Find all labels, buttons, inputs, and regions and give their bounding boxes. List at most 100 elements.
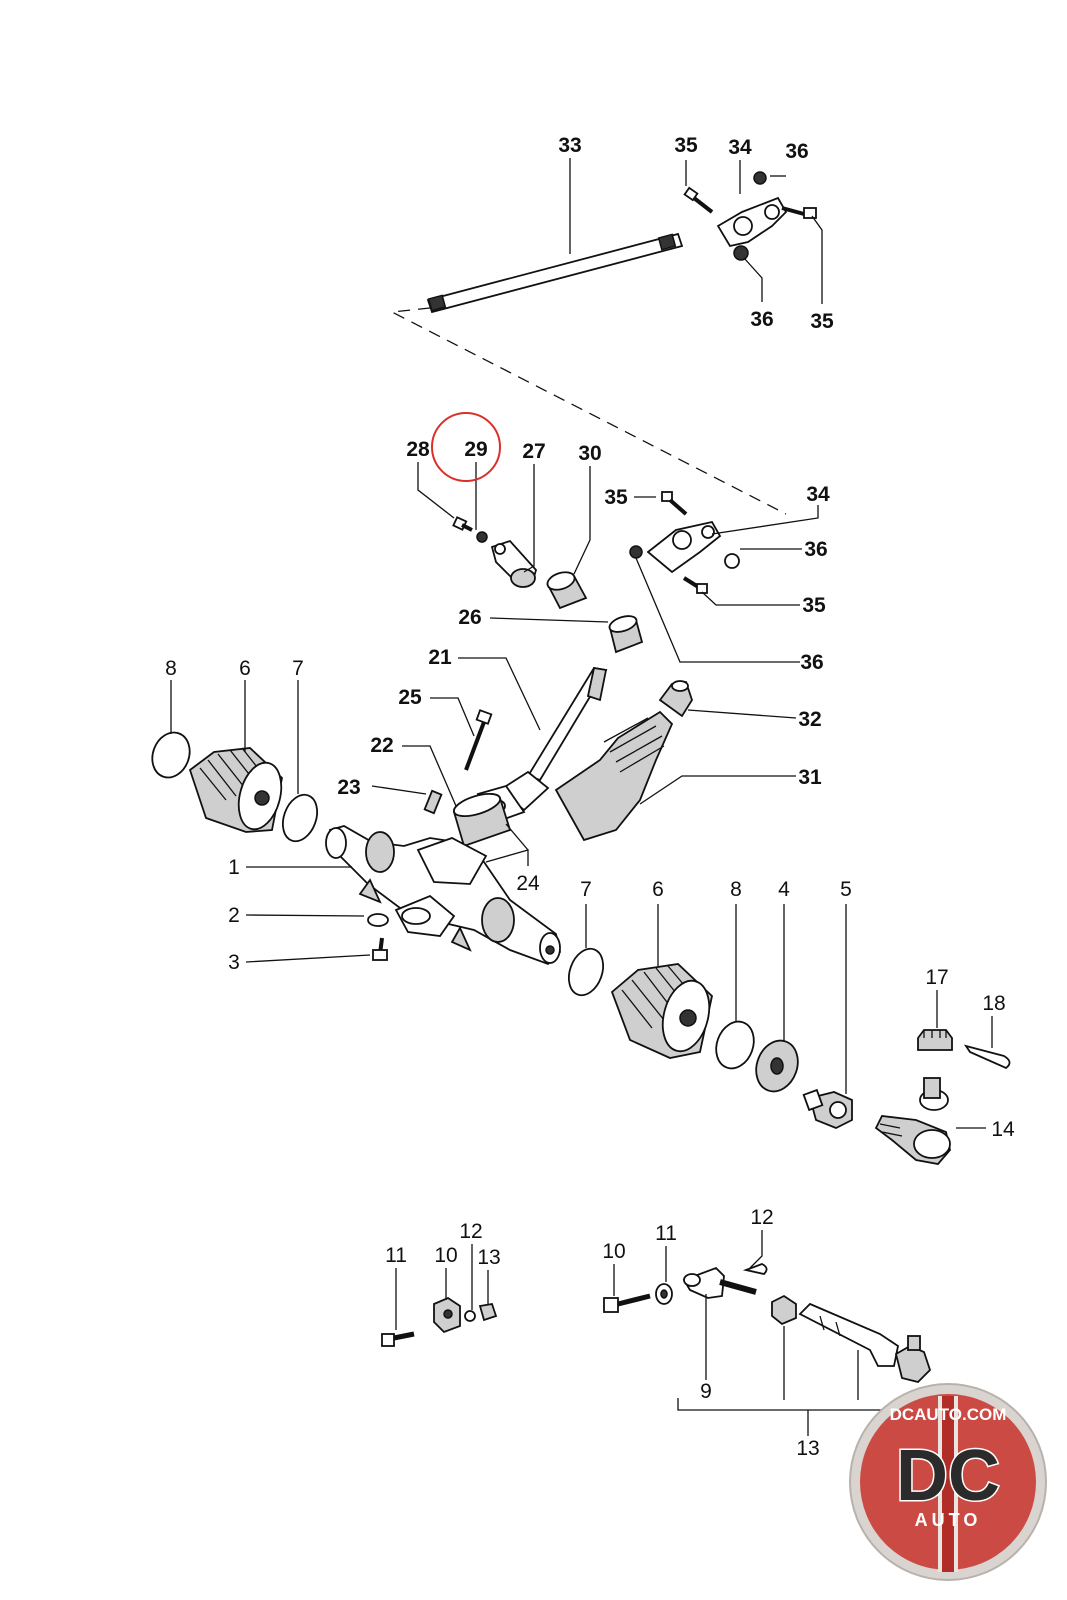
highlight-circle-29 <box>431 412 501 482</box>
part-4-washer <box>755 1039 799 1093</box>
label-28: 28 <box>406 438 430 461</box>
label-21: 21 <box>428 646 452 669</box>
part-12-washer-left <box>464 1310 476 1322</box>
part-25-bolt <box>464 709 493 771</box>
label-14: 14 <box>991 1118 1015 1141</box>
leader-lines <box>170 158 993 1436</box>
label-24: 24 <box>516 872 540 895</box>
part-32-cap <box>658 680 693 718</box>
label-5: 5 <box>840 878 852 901</box>
label-36: 36 <box>750 308 773 331</box>
part-36-nut-mid-left <box>629 545 643 559</box>
label-17: 17 <box>925 966 948 989</box>
logo-dc-mark: DC <box>896 1436 1000 1516</box>
part-14-tie-rod-end <box>874 1077 951 1165</box>
label-13: 13 <box>796 1437 819 1460</box>
part-labels: 33 35 34 36 36 35 28 29 27 30 35 34 36 3… <box>165 134 1015 1460</box>
label-4: 4 <box>778 878 790 901</box>
part-9-bracket <box>682 1266 757 1299</box>
part-11-bolt-left <box>381 1331 415 1347</box>
part-12-cotter-pin-right <box>742 1263 768 1275</box>
part-31-boot <box>554 710 674 842</box>
label-23: 23 <box>337 776 360 799</box>
label-35: 35 <box>604 486 628 509</box>
label-34: 34 <box>806 483 830 506</box>
label-7: 7 <box>580 878 592 901</box>
label-35: 35 <box>802 594 826 617</box>
tie-rod-end <box>874 1029 1011 1165</box>
label-8: 8 <box>730 878 742 901</box>
part-11-lockwasher-right <box>655 1283 673 1305</box>
assembly-dash-line <box>389 307 787 515</box>
part-23-pin <box>423 789 443 815</box>
part-35-bolt-mid-lower <box>682 576 708 594</box>
label-13: 13 <box>477 1246 500 1269</box>
part-8-ring-right <box>715 1020 755 1070</box>
pinion-assembly <box>423 666 693 848</box>
label-11: 11 <box>655 1222 677 1245</box>
label-7: 7 <box>292 657 304 680</box>
part-10-bolt-right <box>603 1293 651 1313</box>
label-3: 3 <box>228 951 240 974</box>
part-28-bolt <box>452 516 473 532</box>
bottom-left-parts <box>381 1296 498 1347</box>
label-2: 2 <box>228 904 240 927</box>
label-9: 9 <box>700 1380 712 1403</box>
label-35: 35 <box>810 310 834 333</box>
part-7-oring-right <box>567 947 605 997</box>
dc-auto-logo: DCAUTO.COM DC AUTO <box>849 1383 1047 1581</box>
part-29-washer <box>476 531 488 543</box>
part-33-shaft <box>426 232 684 314</box>
label-35: 35 <box>674 134 698 157</box>
label-1: 1 <box>228 856 240 879</box>
label-8: 8 <box>165 657 177 680</box>
label-6: 6 <box>239 657 251 680</box>
part-10-clamp-left <box>433 1296 461 1334</box>
right-bellows-group <box>567 947 853 1129</box>
label-36: 36 <box>785 140 808 163</box>
part-26-sleeve <box>608 615 644 654</box>
part-2-washer <box>367 913 389 927</box>
label-36: 36 <box>800 651 823 674</box>
label-29: 29 <box>464 438 487 461</box>
label-25: 25 <box>398 686 422 709</box>
part-3-bolt <box>372 937 388 961</box>
label-26: 26 <box>458 606 481 629</box>
part-8-ring-left <box>151 731 191 779</box>
label-18: 18 <box>982 992 1005 1015</box>
part-17-castle-nut <box>917 1029 953 1051</box>
part-30-bushing <box>546 571 588 610</box>
part-18-cotter-pin <box>963 1044 1011 1070</box>
part-6-bellows-left <box>188 747 283 833</box>
label-30: 30 <box>578 442 601 465</box>
label-10: 10 <box>602 1240 625 1263</box>
part-13-nut-left <box>478 1302 498 1322</box>
label-32: 32 <box>798 708 821 731</box>
label-11: 11 <box>385 1244 407 1267</box>
label-6: 6 <box>652 878 664 901</box>
part-35-bolt-top-left <box>683 186 714 214</box>
clamp-assembly <box>452 491 740 654</box>
part-36-nut-top-lower <box>733 245 749 261</box>
part-35-bolt-top-right <box>781 206 817 219</box>
bottom-right-parts <box>603 1263 932 1383</box>
label-33: 33 <box>558 134 581 157</box>
steering-shaft-assembly <box>389 171 817 515</box>
part-6-bellows-right <box>610 963 713 1059</box>
label-27: 27 <box>522 440 545 463</box>
part-36-nut-top-upper <box>753 171 767 185</box>
logo-auto-word: AUTO <box>915 1510 982 1530</box>
label-22: 22 <box>370 734 393 757</box>
part-34-ujoint-top <box>716 196 788 248</box>
label-31: 31 <box>798 766 822 789</box>
label-10: 10 <box>434 1244 457 1267</box>
label-12: 12 <box>750 1206 773 1229</box>
part-5-joint <box>802 1088 853 1129</box>
part-7-oring-left <box>281 793 319 843</box>
label-34: 34 <box>728 136 752 159</box>
part-36-nut-mid-right <box>724 553 740 569</box>
part-13-tie-rod <box>771 1294 932 1383</box>
part-22-bushing <box>452 792 512 848</box>
label-36: 36 <box>804 538 827 561</box>
